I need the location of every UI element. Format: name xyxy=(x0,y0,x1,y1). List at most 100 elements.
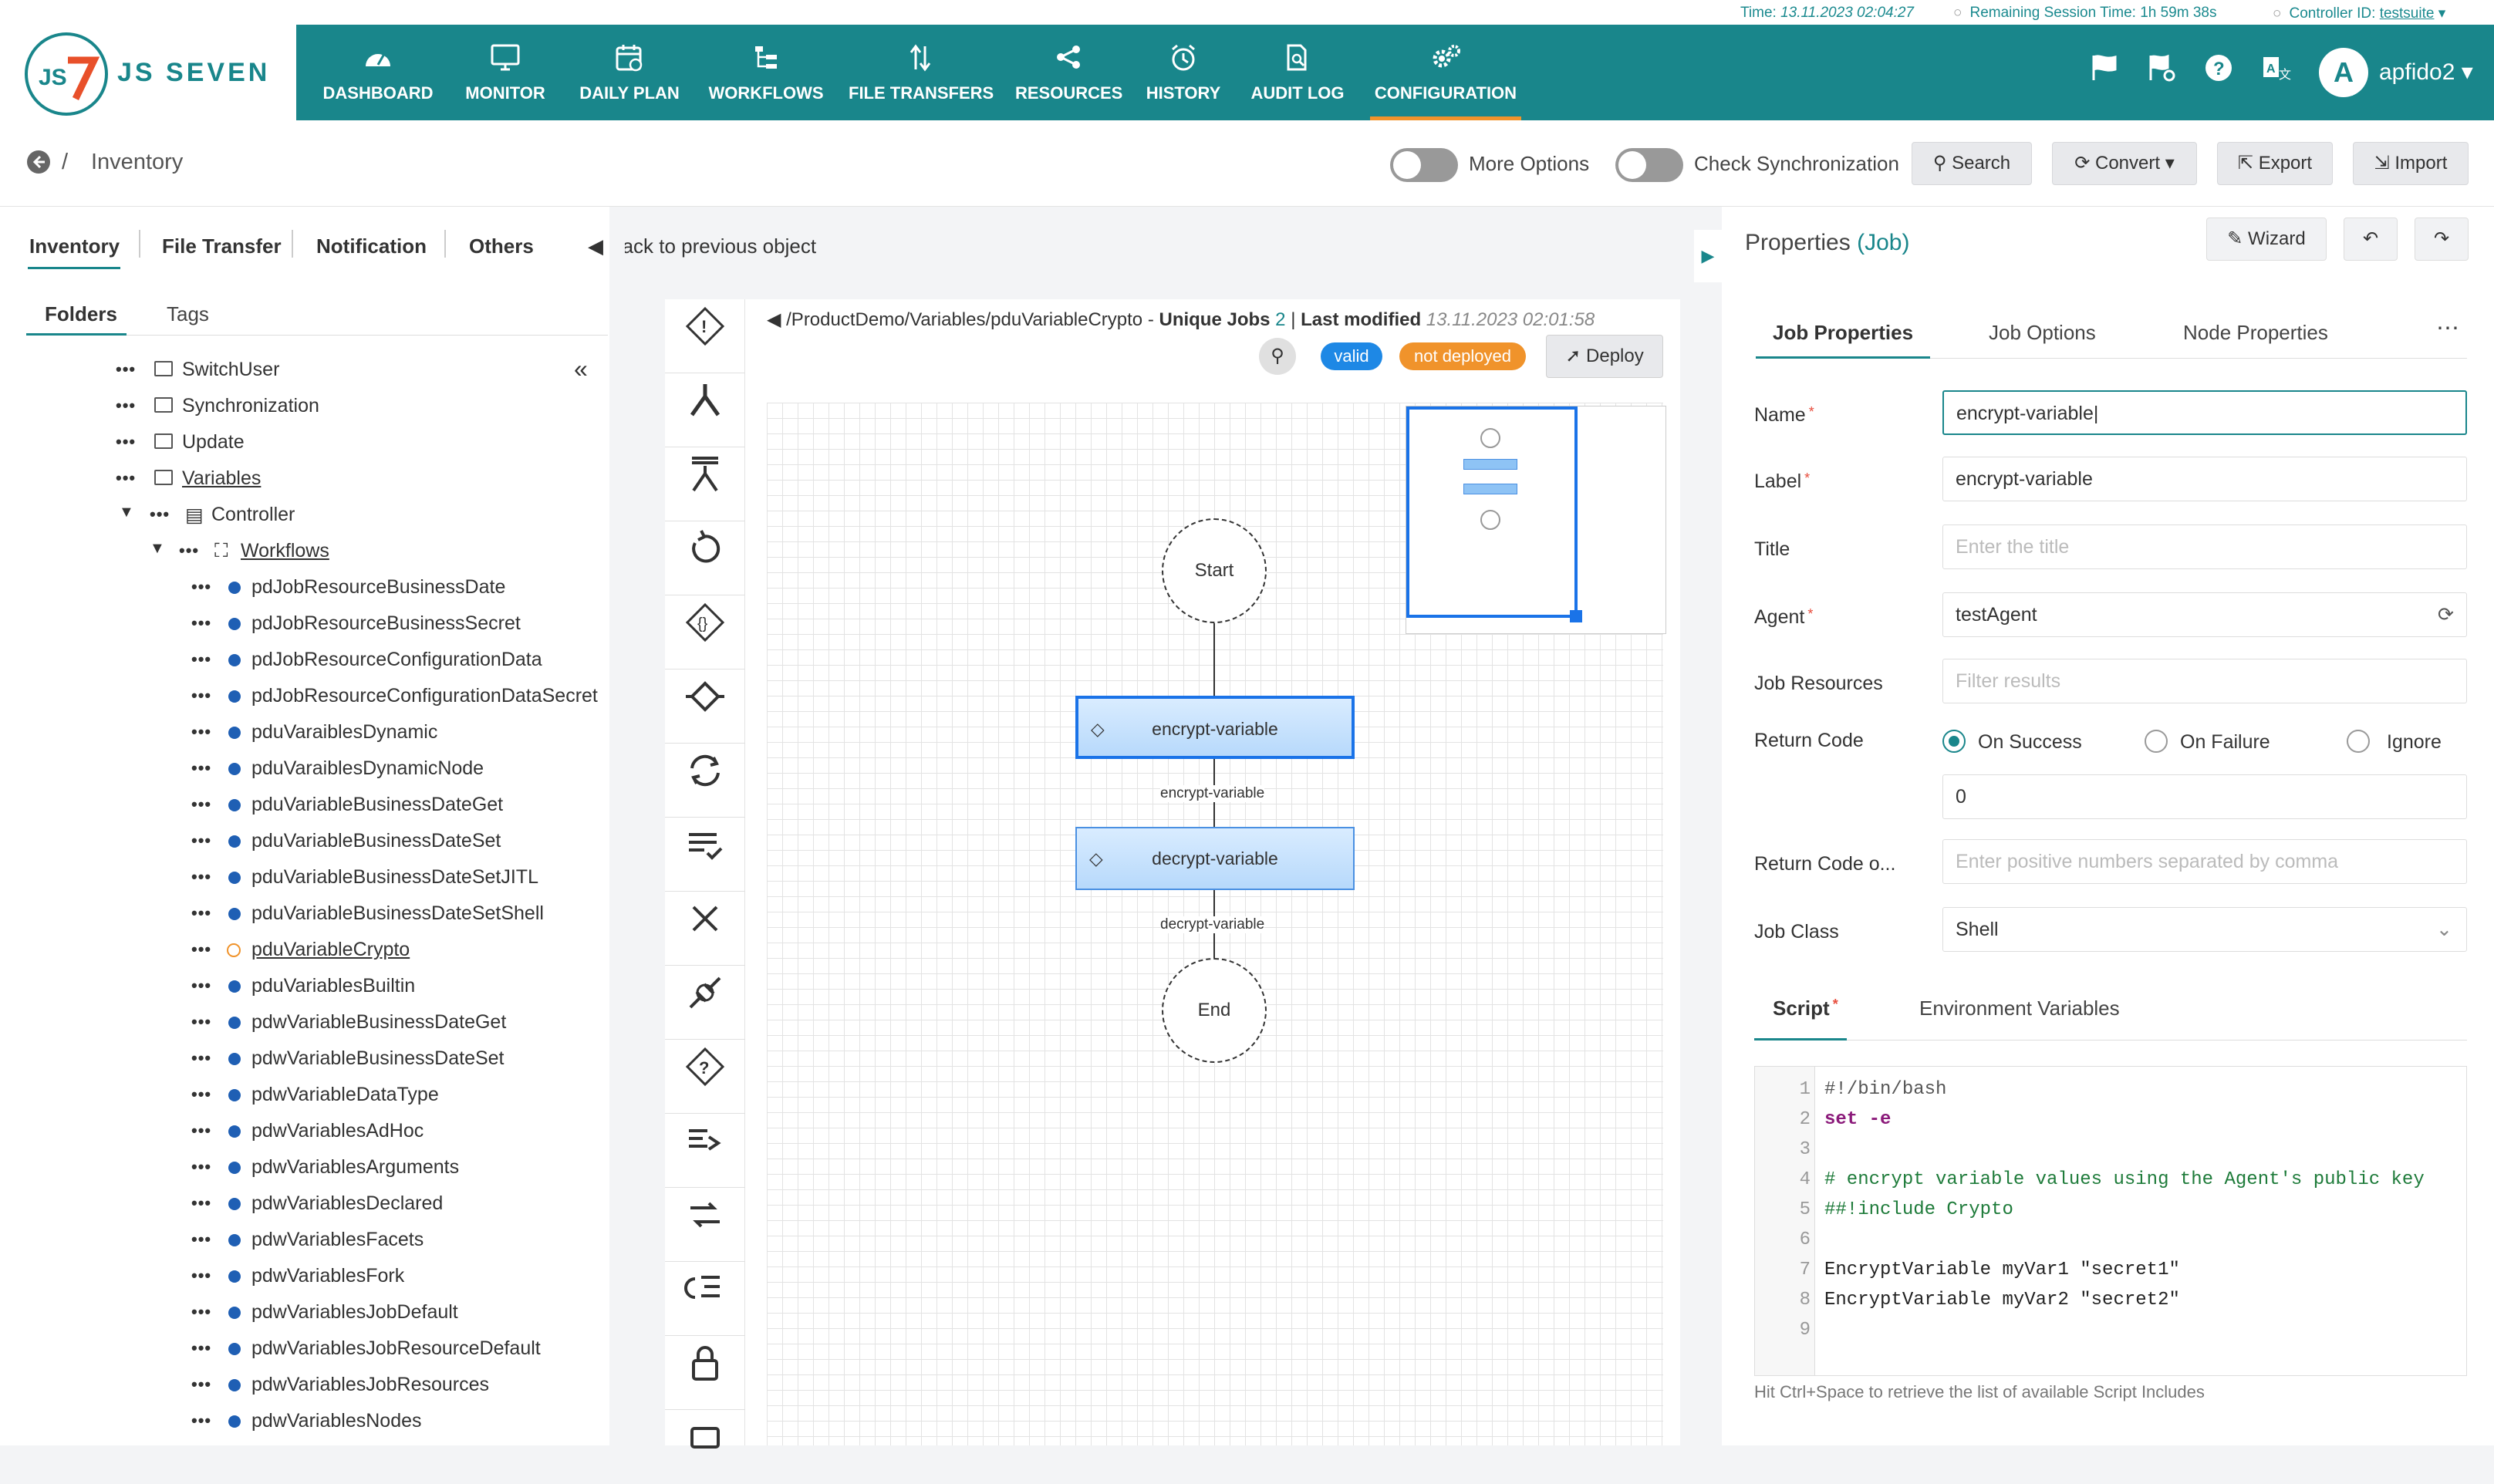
minimap-resize-handle[interactable] xyxy=(1570,610,1582,622)
more-icon[interactable]: ••• xyxy=(116,432,137,451)
deploy-button[interactable]: ➚ Deploy xyxy=(1546,335,1663,378)
back-circle-icon[interactable]: ◀ xyxy=(767,309,781,330)
splitter[interactable] xyxy=(609,207,625,1445)
fork-icon[interactable] xyxy=(665,373,745,447)
return-code-field[interactable]: 0 xyxy=(1942,774,2467,819)
redo-icon[interactable]: ↷ xyxy=(2415,218,2469,261)
more-icon[interactable]: ••• xyxy=(116,359,137,379)
title-field[interactable]: Enter the title xyxy=(1942,524,2467,569)
chevron-down-icon[interactable]: ▼ xyxy=(119,504,134,521)
minimap-viewport[interactable] xyxy=(1406,406,1578,618)
help-icon[interactable]: ? xyxy=(2203,52,2234,94)
fail-icon[interactable] xyxy=(665,892,745,966)
end-node[interactable]: End xyxy=(1162,958,1267,1063)
if-icon[interactable] xyxy=(665,669,745,744)
more-icon[interactable]: ••• xyxy=(191,903,212,922)
import-button[interactable]: ⇲ Import xyxy=(2353,142,2469,185)
convert-button[interactable]: ⟳ Convert ▾ xyxy=(2052,142,2197,185)
try-catch-icon[interactable]: {} xyxy=(665,595,745,669)
job-instruction-icon[interactable]: ! xyxy=(665,299,745,373)
rc-on-failure-radio[interactable] xyxy=(2145,730,2168,753)
label-field[interactable]: encrypt-variable xyxy=(1942,457,2467,501)
post-notice-icon[interactable] xyxy=(665,1188,745,1262)
job-node-decrypt[interactable]: ◇decrypt-variable xyxy=(1075,827,1355,890)
more-icon[interactable]: ••• xyxy=(191,1229,212,1249)
unique-jobs-count[interactable]: 2 xyxy=(1275,309,1286,330)
job-node-encrypt[interactable]: ◇encrypt-variable xyxy=(1075,696,1355,759)
more-icon[interactable]: ••• xyxy=(116,396,137,415)
nav-dashboard[interactable]: DASHBOARD xyxy=(319,25,437,120)
more-icon[interactable]: ••• xyxy=(191,1048,212,1067)
tab-job-options[interactable]: Job Options xyxy=(1989,321,2096,344)
agent-field[interactable]: testAgent⟳ xyxy=(1942,592,2467,637)
undo-icon[interactable]: ↶ xyxy=(2344,218,2398,261)
nav-workflows[interactable]: WORKFLOWS xyxy=(704,25,829,120)
flag-icon[interactable] xyxy=(2089,52,2120,94)
nav-daily-plan[interactable]: DAILY PLAN xyxy=(571,25,688,120)
wizard-button[interactable]: ✎ Wizard xyxy=(2206,218,2327,261)
rc-ignore-radio[interactable] xyxy=(2347,730,2370,753)
nav-history[interactable]: HISTORY xyxy=(1140,25,1227,120)
more-icon[interactable]: ••• xyxy=(191,1157,212,1176)
more-icon[interactable]: ••• xyxy=(191,831,212,850)
export-button[interactable]: ⇱ Export xyxy=(2217,142,2333,185)
collapse-panel-icon[interactable]: « xyxy=(574,355,588,383)
rc-on-success-radio[interactable] xyxy=(1942,730,1966,753)
tab-script[interactable]: Script* xyxy=(1773,997,1838,1020)
more-icon[interactable]: ••• xyxy=(191,758,212,777)
more-icon[interactable]: ••• xyxy=(191,1338,212,1358)
more-icon[interactable]: ••• xyxy=(191,1411,212,1430)
more-icon[interactable]: ••• xyxy=(191,1302,212,1321)
more-icon[interactable]: ••• xyxy=(191,613,212,632)
tab-tags[interactable]: Tags xyxy=(167,302,209,325)
tab-environment-variables[interactable]: Environment Variables xyxy=(1919,997,2120,1020)
tab-job-properties[interactable]: Job Properties xyxy=(1773,321,1914,344)
tab-node-properties[interactable]: Node Properties xyxy=(2183,321,2328,344)
job-class-select[interactable]: Shell⌄ xyxy=(1942,907,2467,952)
more-icon[interactable]: ••• xyxy=(191,649,212,669)
more-icon[interactable]: ••• xyxy=(150,504,170,524)
start-node[interactable]: Start xyxy=(1162,518,1267,623)
rc-on-warning-field[interactable]: Enter positive numbers separated by comm… xyxy=(1942,839,2467,884)
nav-file-transfers[interactable]: FILE TRANSFERS xyxy=(849,25,994,120)
finish-icon[interactable] xyxy=(665,818,745,892)
add-order-icon[interactable] xyxy=(665,1114,745,1188)
nav-configuration[interactable]: CONFIGURATION xyxy=(1370,25,1521,120)
lock-icon[interactable] xyxy=(665,1336,745,1410)
search-button[interactable]: ⚲ Search xyxy=(1912,142,2032,185)
more-options-toggle[interactable] xyxy=(1390,148,1458,182)
job-resources-field[interactable]: Filter results xyxy=(1942,659,2467,703)
more-icon[interactable]: ••• xyxy=(116,468,137,487)
more-icon[interactable]: ••• xyxy=(179,541,200,560)
more-icon[interactable]: ••• xyxy=(191,1193,212,1212)
prompt-icon[interactable]: ? xyxy=(665,1040,745,1114)
more-icon[interactable]: ••• xyxy=(191,1084,212,1104)
search-icon[interactable]: ⚲ xyxy=(1259,338,1296,375)
tab-notification[interactable]: Notification xyxy=(316,234,427,258)
chevron-down-icon[interactable]: ▼ xyxy=(150,540,165,557)
tab-file-transfer[interactable]: File Transfer xyxy=(162,234,282,258)
more-icon[interactable]: ••• xyxy=(191,939,212,959)
more-icon[interactable]: ••• xyxy=(191,577,212,596)
tab-others[interactable]: Others xyxy=(469,234,534,258)
more-icon[interactable]: ••• xyxy=(191,1121,212,1140)
more-icon[interactable]: ••• xyxy=(191,1266,212,1285)
refresh-icon[interactable]: ⟳ xyxy=(2438,604,2454,626)
collapse-right-panel-icon[interactable]: ▶ xyxy=(1694,230,1722,282)
nav-monitor[interactable]: MONITOR xyxy=(455,25,555,120)
nav-resources[interactable]: RESOURCES xyxy=(1015,25,1122,120)
tab-inventory[interactable]: Inventory xyxy=(29,234,120,258)
lock-connect-icon[interactable] xyxy=(665,966,745,1040)
controller-id[interactable]: ○Controller ID: testsuite ▾ xyxy=(2273,5,2446,22)
back-to-previous-link[interactable]: ◀ Back to previous object xyxy=(588,234,817,258)
more-icon[interactable]: ••• xyxy=(191,722,212,741)
user-menu[interactable]: apfido2 ▾ xyxy=(2379,59,2473,85)
tab-folders[interactable]: Folders xyxy=(45,302,117,325)
sleep-icon[interactable] xyxy=(665,1410,745,1484)
cycle-icon[interactable] xyxy=(665,744,745,818)
workflow-minimap[interactable] xyxy=(1406,406,1666,634)
more-icon[interactable]: ••• xyxy=(191,976,212,995)
name-field[interactable]: encrypt-variable| xyxy=(1942,390,2467,435)
more-icon[interactable]: ••• xyxy=(191,1374,212,1394)
